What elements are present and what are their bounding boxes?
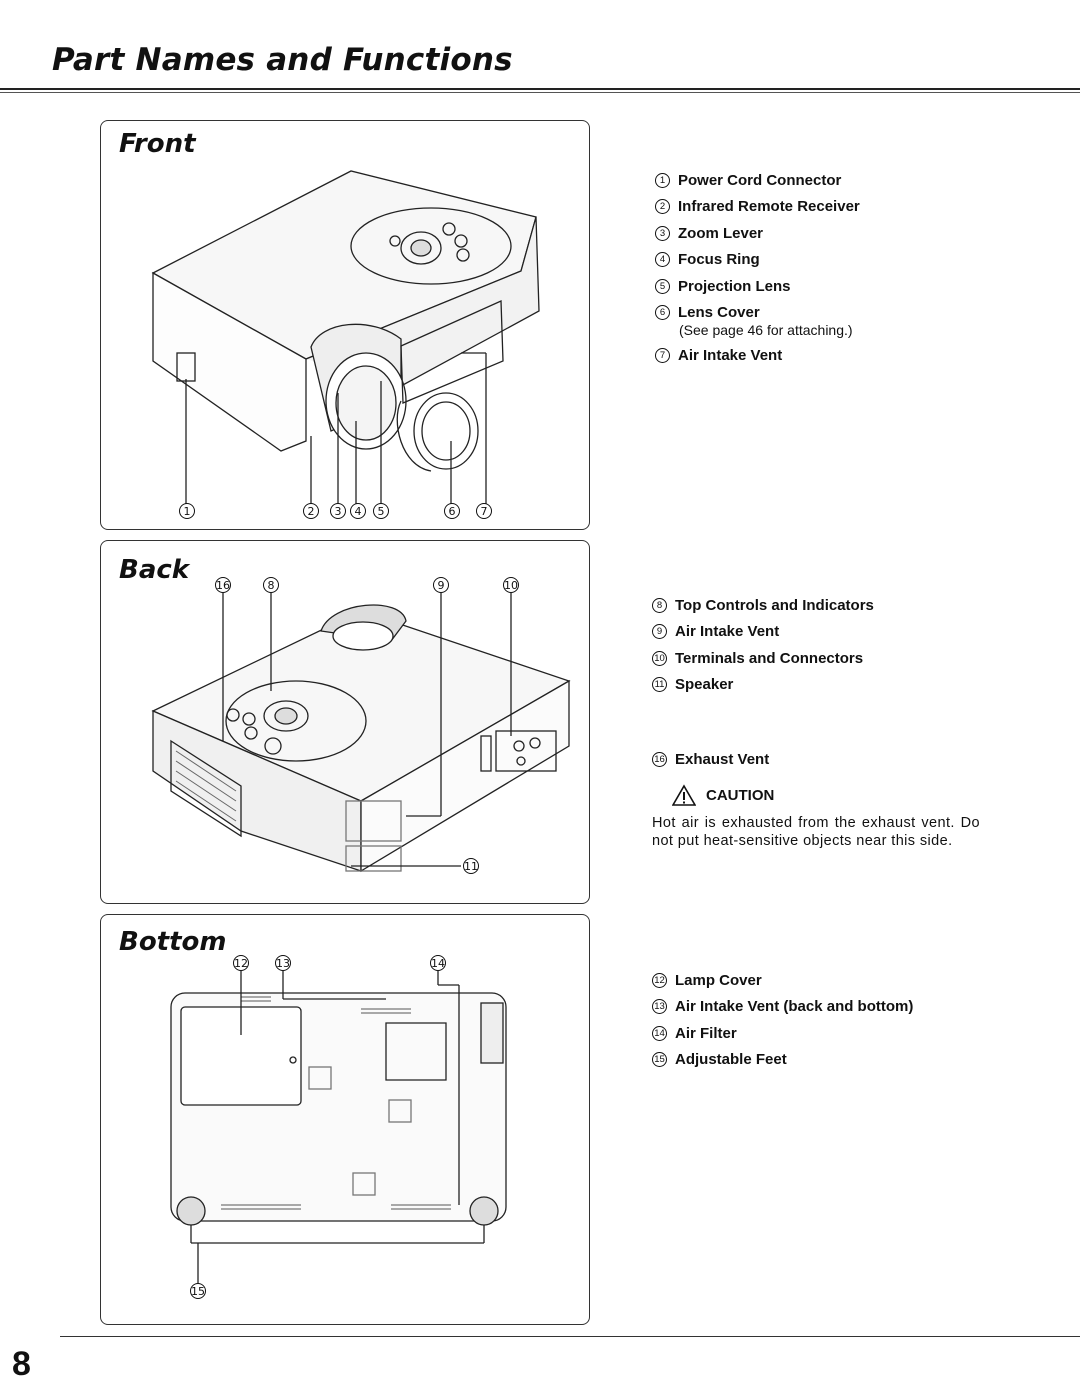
legend-item: 1 Power Cord Connector [655,167,860,194]
item-number: 11 [652,677,667,693]
item-label: Lamp Cover [675,971,762,989]
callout-13: 13 [275,955,291,971]
title-rule [0,88,1080,90]
legend-item: 8 Top Controls and Indicators [652,592,874,619]
item-label: Infrared Remote Receiver [678,198,860,216]
legend-item: 9 Air Intake Vent [652,619,874,646]
item-label: Power Cord Connector [678,171,842,189]
callout-10: 10 [503,577,519,593]
item-number: 5 [655,278,670,294]
caution-heading: CAUTION [706,786,775,804]
item-label: Lens Cover [678,304,760,322]
item-label: Exhaust Vent [675,750,770,768]
callout-2: 2 [303,503,319,519]
page-title: Part Names and Functions [52,42,513,78]
legend-item: 13 Air Intake Vent (back and bottom) [652,994,913,1021]
item-label: Focus Ring [678,251,760,269]
item-number: 1 [655,172,670,188]
caution-text: Hot air is exhausted from the exhaust ve… [652,815,980,849]
callout-8: 8 [263,577,279,593]
item-number: 16 [652,751,667,767]
item-number: 4 [655,252,670,268]
legend-item: 10 Terminals and Connectors [652,645,874,672]
legend-item: 4 Focus Ring [655,247,860,274]
item-label: Speaker [675,676,734,694]
footer-rule [60,1336,1080,1337]
callout-9: 9 [433,577,449,593]
callout-5: 5 [373,503,389,519]
item-label: Projection Lens [678,277,791,295]
item-label: Terminals and Connectors [675,649,864,667]
legend-item: 7 Air Intake Vent [655,342,860,369]
legend-item: 3 Zoom Lever [655,220,860,247]
callout-6: 6 [444,503,460,519]
front-heading: Front [119,129,196,159]
item-label: Air Intake Vent (back and bottom) [675,998,914,1016]
item-label: Top Controls and Indicators [675,596,874,614]
callout-15: 15 [190,1283,206,1299]
lens-cover-note: (See page 46 for attaching.) [679,322,853,338]
item-label: Air Intake Vent [675,623,780,641]
back-projector-illustration [151,593,571,873]
callout-4: 4 [350,503,366,519]
caution-box: CAUTION Hot air is exhausted from the ex… [652,784,980,850]
item-number: 13 [652,999,667,1015]
bottom-legend: 12 Lamp Cover 13 Air Intake Vent (back and… [652,967,913,1073]
back-panel: Back [100,540,590,904]
item-number: 6 [655,305,670,321]
item-label: Adjustable Feet [675,1051,787,1069]
item-number: 9 [652,624,667,640]
legend-item: 11 Speaker [652,672,874,699]
item-number: 2 [655,199,670,215]
callout-14: 14 [430,955,446,971]
callout-7: 7 [476,503,492,519]
item-number: 3 [655,225,670,241]
callout-12: 12 [233,955,249,971]
back-heading: Back [119,555,190,585]
item-label: Zoom Lever [678,224,764,242]
legend-item: 16 Exhaust Vent [652,746,874,773]
front-panel: Front [100,120,590,530]
callout-16: 16 [215,577,231,593]
title-rule-thin [0,92,1080,93]
item-label: Air Intake Vent [678,346,783,364]
front-legend: 1 Power Cord Connector 2 Infrared Remote R… [655,167,860,369]
legend-item: 12 Lamp Cover [652,967,913,994]
item-number: 7 [655,347,670,363]
item-number: 10 [652,650,667,666]
callout-11: 11 [463,858,479,874]
legend-item: 2 Infrared Remote Receiver [655,194,860,221]
back-legend: 8 Top Controls and Indicators 9 Air Intake… [652,592,874,773]
bottom-heading: Bottom [119,927,227,957]
item-number: 8 [652,597,667,613]
item-number: 15 [652,1052,667,1068]
item-label: Air Filter [675,1024,737,1042]
front-projector-illustration [151,170,540,506]
legend-item: 5 Projection Lens [655,273,860,300]
legend-item: 14 Air Filter [652,1020,913,1047]
item-number: 12 [652,972,667,988]
legend-item: 15 Adjustable Feet [652,1047,913,1074]
legend-item: 6 Lens Cover [655,300,860,327]
item-number: 14 [652,1025,667,1041]
bottom-panel: Bottom [100,914,590,1325]
warning-icon [672,784,696,806]
callout-3: 3 [330,503,346,519]
caution-heading-row: CAUTION [672,784,980,806]
bottom-projector-illustration [170,971,507,1283]
page-number: 8 [12,1345,31,1383]
callout-1: 1 [179,503,195,519]
